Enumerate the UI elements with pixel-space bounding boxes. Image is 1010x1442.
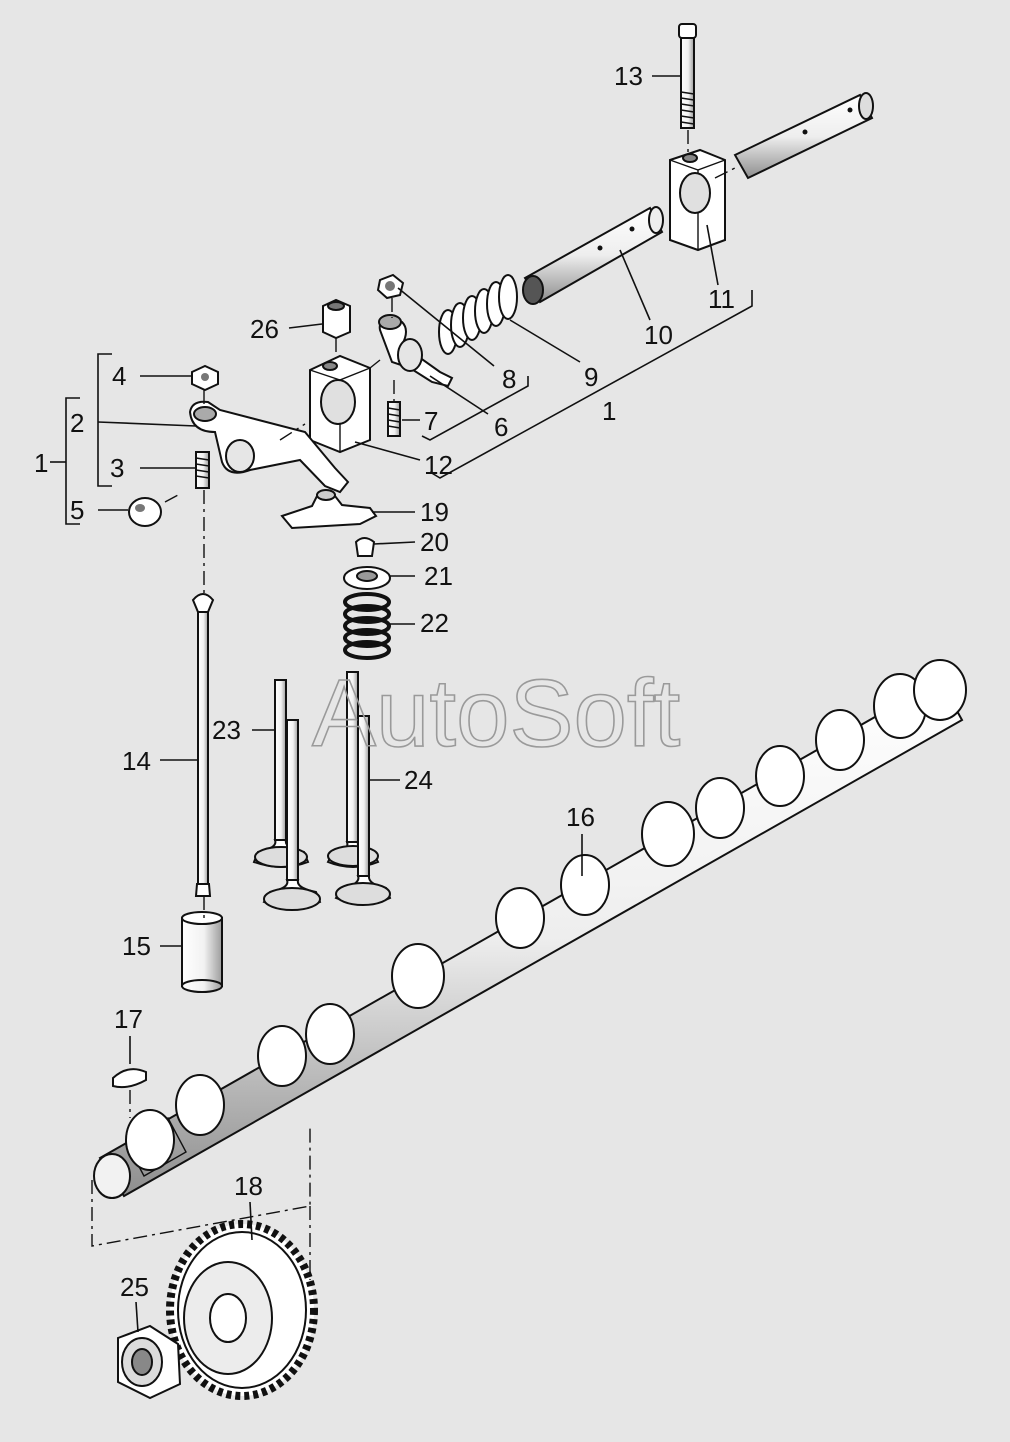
callout-2: 2 <box>70 408 84 438</box>
exhaust-valves-24 <box>326 671 392 906</box>
callout-4: 4 <box>112 361 126 391</box>
valve-spring-assembly <box>343 537 391 660</box>
callout-23: 23 <box>212 715 241 745</box>
callout-5: 5 <box>70 495 84 525</box>
callout-1-left: 1 <box>34 448 48 478</box>
callout-13: 13 <box>614 61 643 91</box>
callout-12: 12 <box>424 450 453 480</box>
callout-18: 18 <box>234 1171 263 1201</box>
callout-26: 26 <box>250 314 279 344</box>
callout-16: 16 <box>566 802 595 832</box>
support-bracket-11 <box>669 92 874 252</box>
callout-6: 6 <box>494 412 508 442</box>
bolt-13 <box>678 23 697 129</box>
callout-25: 25 <box>120 1272 149 1302</box>
callout-22: 22 <box>420 608 449 638</box>
callout-15: 15 <box>122 931 151 961</box>
cam-gear-18 <box>166 1220 318 1400</box>
callout-3: 3 <box>110 453 124 483</box>
callout-24: 24 <box>404 765 433 795</box>
callout-labels: 13 11 10 9 8 6 7 1 26 12 4 2 1 3 5 19 20… <box>34 61 735 1302</box>
nut-25 <box>117 1324 182 1400</box>
callout-17: 17 <box>114 1004 143 1034</box>
callout-10: 10 <box>644 320 673 350</box>
callout-11: 11 <box>708 284 735 314</box>
callout-8: 8 <box>502 364 516 394</box>
assembly-axis-lines <box>91 130 736 1280</box>
rocker-arm-2 <box>128 364 350 527</box>
callout-1-right: 1 <box>602 396 616 426</box>
spring-9 <box>438 274 518 355</box>
leader-lines <box>50 75 753 1333</box>
rocker-shaft-10 <box>522 206 664 305</box>
callout-20: 20 <box>420 527 449 557</box>
callout-7: 7 <box>424 406 438 436</box>
support-bracket-12 <box>309 298 371 454</box>
camshaft-16 <box>93 659 967 1199</box>
rocker-arm-6 <box>376 273 454 437</box>
callout-21: 21 <box>424 561 453 591</box>
intake-valves-23 <box>252 679 322 911</box>
push-rod-14 <box>191 593 215 897</box>
callout-9: 9 <box>584 362 598 392</box>
watermark-text: AutoSoft <box>312 660 680 767</box>
valve-bridge-19 <box>280 489 378 530</box>
callout-19: 19 <box>420 497 449 527</box>
callout-14: 14 <box>122 746 151 776</box>
tappet-15 <box>181 911 223 993</box>
woodruff-key-17 <box>112 1068 147 1089</box>
